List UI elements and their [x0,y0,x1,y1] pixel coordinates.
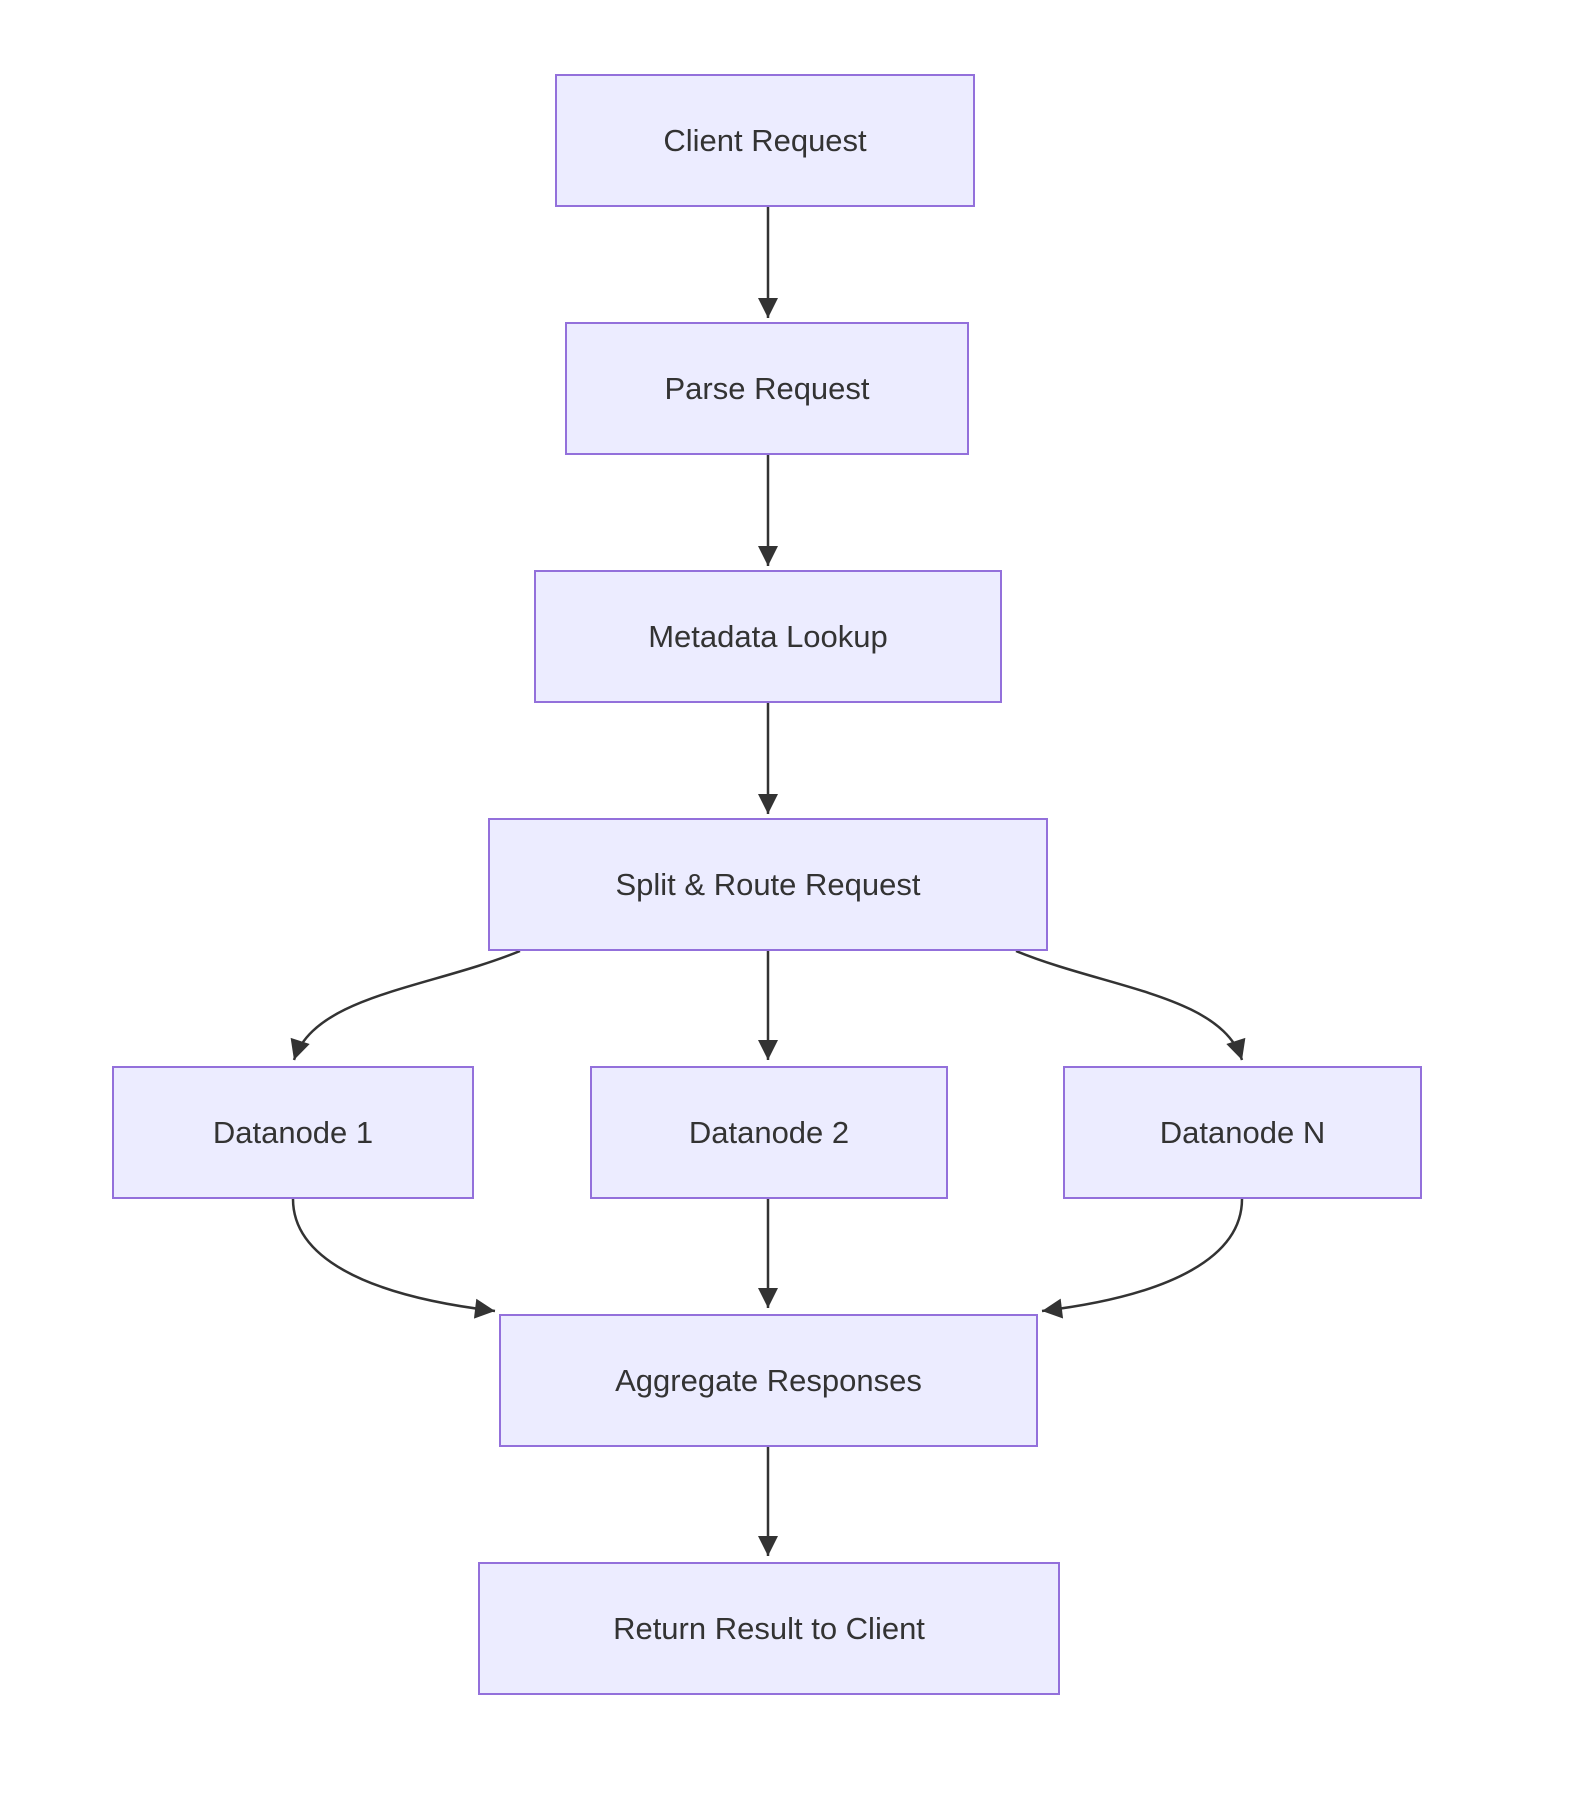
node-parse-request-label: Parse Request [664,370,870,406]
node-datanode-2-label: Datanode 2 [688,1114,850,1150]
edge-split-datanodeN [1015,949,1246,1061]
node-return-result-to-client-label: Return Result to Client [613,1610,925,1646]
node-aggregate-responses: Aggregate Responses [499,1314,1038,1447]
node-aggregate-responses-label: Aggregate Responses [615,1362,922,1398]
node-metadata-lookup: Metadata Lookup [534,570,1002,703]
node-datanode-n-label: Datanode N [1159,1114,1326,1150]
edge-datanodeN-aggregate [1041,1198,1244,1319]
node-split-route-request: Split & Route Request [488,818,1048,951]
node-parse-request: Parse Request [565,322,969,455]
node-datanode-1-label: Datanode 1 [212,1114,374,1150]
node-client-request: Client Request [555,74,975,207]
node-split-route-request-label: Split & Route Request [615,866,921,902]
node-client-request-label: Client Request [663,122,867,158]
edge-split-datanode1 [290,949,521,1061]
node-metadata-lookup-label: Metadata Lookup [648,618,888,654]
node-datanode-n: Datanode N [1063,1066,1422,1199]
node-return-result-to-client: Return Result to Client [478,1562,1060,1695]
edge-datanode1-aggregate [291,1198,496,1319]
node-datanode-1: Datanode 1 [112,1066,474,1199]
node-datanode-2: Datanode 2 [590,1066,948,1199]
